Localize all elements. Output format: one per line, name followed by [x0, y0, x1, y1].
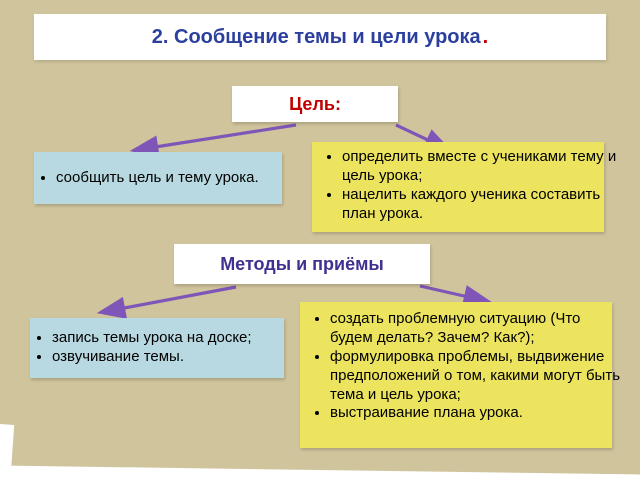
methods-right-arrow-icon	[419, 284, 493, 307]
list-item: сообщить цель и тему урока.	[56, 169, 278, 188]
goal-left-list: сообщить цель и тему урока.	[34, 169, 282, 188]
list-item: формулировка проблемы, выдвижение предпо…	[330, 348, 626, 405]
slide-frame-bottom-edge	[0, 465, 640, 480]
goal-header-label: Цель:	[289, 93, 341, 114]
list-item: озвучивание темы.	[52, 348, 280, 367]
goal-left-box: сообщить цель и тему урока.	[34, 152, 282, 204]
goal-header-box: Цель:	[232, 86, 398, 122]
slide-title-text: 2. Сообщение темы и цели урока	[151, 25, 481, 48]
methods-left-arrow-icon	[96, 285, 237, 319]
methods-left-box: запись темы урока на доске; озвучивание …	[30, 318, 284, 378]
list-item: выстраивание плана урока.	[330, 404, 626, 423]
methods-right-box: создать проблемную ситуацию (Что будем д…	[300, 302, 620, 448]
methods-header-box: Методы и приёмы	[174, 244, 430, 284]
list-item: запись темы урока на доске;	[52, 329, 280, 348]
methods-right-list: создать проблемную ситуацию (Что будем д…	[308, 310, 630, 423]
methods-left-list: запись темы урока на доске; озвучивание …	[30, 329, 284, 367]
slide-title: 2. Сообщение темы и цели урока.	[34, 14, 606, 60]
list-item: нацелить каждого ученика составить план …	[342, 186, 618, 224]
list-item: создать проблемную ситуацию (Что будем д…	[330, 310, 626, 348]
slide-title-period: .	[482, 25, 489, 48]
goal-right-list: определить вместе с учениками тему и цел…	[320, 148, 622, 224]
list-item: определить вместе с учениками тему и цел…	[342, 148, 618, 186]
goal-left-arrow-icon	[129, 123, 297, 158]
goal-right-box: определить вместе с учениками тему и цел…	[312, 142, 616, 232]
methods-header-label: Методы и приёмы	[220, 253, 384, 274]
